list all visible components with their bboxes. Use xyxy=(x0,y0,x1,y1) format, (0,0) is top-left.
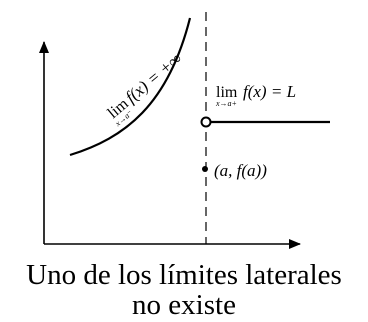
right-lim-expression: f(x) = L xyxy=(243,82,296,101)
open-circle xyxy=(200,116,212,128)
right-lim-word: lim xyxy=(216,84,238,101)
point-label: (a, f(a)) xyxy=(214,161,267,180)
left-branch-curve xyxy=(69,17,192,157)
left-limit-label: lim x→a⁻ f(x) = +∞ xyxy=(105,49,186,129)
right-lim-subscript: x→a+ xyxy=(215,99,237,108)
caption-line-2: no existe xyxy=(132,289,236,321)
caption-line-1: Uno de los límites laterales xyxy=(26,259,342,291)
right-limit-label: lim x→a+ f(x) = L xyxy=(215,82,296,108)
point-a-fa xyxy=(202,166,208,172)
